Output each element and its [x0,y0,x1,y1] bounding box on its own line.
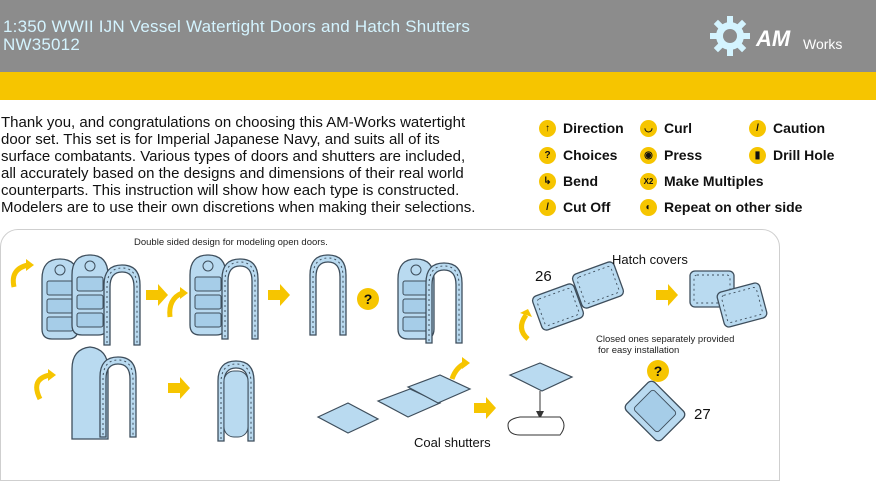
legend-make-multiples: X2 Make Multiples [640,171,764,191]
legend-direction: ↑ Direction [539,118,624,138]
legend-choices: ? Choices [539,145,617,165]
legend-bend: ↳ Bend [539,171,598,191]
intro-line: Thank you, and congratulations on choosi… [1,114,466,131]
knife-icon: / [539,198,556,216]
door-parts-group-5 [71,346,137,440]
bend-icon: ↳ [539,172,556,190]
am-works-logo: AM Works [708,12,868,62]
legend-curl: ◡ Curl [640,118,692,138]
coal-shutter-assembled [507,362,574,436]
header-bar: 1:350 WWII IJN Vessel Watertight Doors a… [0,0,876,72]
hatch-cover-part-27 [624,380,686,442]
legend-label: Bend [563,173,598,189]
door-parts-group-4 [397,258,463,344]
curl-icon: ◡ [640,119,657,137]
door-parts-group-3 [309,254,347,336]
legend-caution: / Caution [749,118,825,138]
door-parts-group-2 [189,254,259,340]
intro-line: Modelers are to use their own discretion… [1,199,476,216]
gear-icon [710,16,750,56]
intro-line: surface combatants. Various types of doo… [1,148,466,165]
hatch-cover-assembled [689,270,769,329]
repeat-icon: ◐ [640,198,657,216]
legend-label: Curl [664,120,692,136]
drill-icon: ▮ [749,146,766,164]
legend-repeat: ◐ Repeat on other side [640,197,802,217]
legend-label: Drill Hole [773,147,835,163]
intro-paragraph: Thank you, and congratulations on choosi… [1,114,533,216]
direction-icon: ↑ [539,119,556,137]
choice-symbol: ? [364,291,373,307]
legend-label: Repeat on other side [664,199,803,215]
legend-press: ◉ Press [640,145,702,165]
assembly-illustrations: ? ? [10,254,769,442]
part-number-27: 27 [694,406,711,423]
caution-icon: / [749,119,766,137]
legend-drill-hole: ▮ Drill Hole [749,145,834,165]
press-icon: ◉ [640,146,657,164]
door-parts-group-6 [217,360,255,442]
multiples-icon: X2 [640,172,657,190]
product-code: NW35012 [3,35,80,54]
legend-label: Press [664,147,703,163]
intro-line: counterparts. This instruction will show… [1,182,460,199]
legend-cut-off: / Cut Off [539,197,610,217]
intro-line: all accurately based on the designs and … [1,165,464,182]
legend-label: Cut Off [563,199,611,215]
choice-symbol: ? [654,363,663,379]
part-number-26: 26 [535,268,552,285]
intro-line: door set. This set is for Imperial Japan… [1,131,440,148]
document-title: 1:350 WWII IJN Vessel Watertight Doors a… [3,17,471,36]
note-closed-line2: for easy installation [598,345,680,356]
legend-label: Direction [563,120,624,136]
legend-label: Caution [773,120,826,136]
label-hatch-covers: Hatch covers [612,252,688,267]
question-icon: ? [539,146,556,164]
door-parts-group-1 [41,254,141,346]
coal-shutters-part [316,374,472,434]
legend-label: Make Multiples [664,173,764,189]
accent-band [0,72,876,100]
logo-am-text: AM [756,26,791,51]
note-double-sided: Double sided design for modeling open do… [134,237,328,248]
logo-works-text: Works [803,36,843,52]
note-closed-line1: Closed ones separately provided [596,334,735,345]
choice-question-icon [357,288,379,310]
choice-question-icon [647,360,669,382]
legend-label: Choices [563,147,618,163]
label-coal-shutters: Coal shutters [414,435,491,450]
